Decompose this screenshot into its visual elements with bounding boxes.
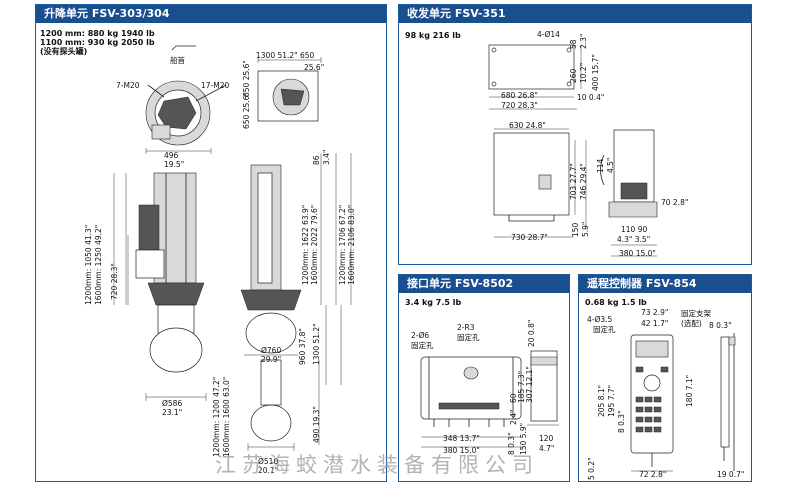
interface-title: 接口单元 FSV-8502 <box>399 275 569 293</box>
remote-dim-205: 205 8.1" <box>597 384 606 417</box>
transceiver-weight: 98 kg 216 lb <box>405 31 461 40</box>
dim-380: 380 15.0" <box>619 249 656 258</box>
remote-bracket-optional: (选配) <box>681 319 702 328</box>
dim-1200-bottom: 1200mm: 1200 47.2" <box>212 376 221 457</box>
dim-19-5: 19.5" <box>164 160 185 169</box>
remote-dim-8-top: 8 0.3" <box>709 321 732 330</box>
dim-2022: 1600mm: 2022 79.6" <box>310 204 319 285</box>
dim-25-6-top: 25.6" <box>304 63 325 72</box>
hoist-unit-title: 升降单元 FSV-303/304 <box>36 5 386 23</box>
iface-dim-2-r3: 2-R3 <box>457 323 475 332</box>
dim-650-lower: 650 25.6" <box>242 92 251 129</box>
dim-1300-side: 1300 51.2" <box>312 323 321 365</box>
dim-17-m20: 17-M20 <box>201 81 230 90</box>
dim-1706: 1200mm: 1706 67.2" <box>338 204 347 285</box>
dim-4-14: 4-Ø14 <box>537 30 560 39</box>
interface-weight: 3.4 kg 7.5 lb <box>405 298 462 307</box>
iface-dim-4-7: 4.7" <box>539 444 555 453</box>
company-watermark: 江苏海蛟潜水装备有限公司 <box>215 453 539 477</box>
iface-dim-348: 348 13.7" <box>443 434 480 443</box>
dim-2106: 1600mm: 2106 83.0" <box>347 204 356 285</box>
remote-drawing <box>630 333 736 472</box>
interface-panel: 接口单元 FSV-8502 3.4 kg 7.5 lb 2-Ø6 固定孔 2-R… <box>398 274 570 482</box>
dim-1300-top: 1300 51.2" 650 <box>256 51 315 60</box>
dim-29-9: 29.9" <box>261 355 282 364</box>
iface-dim-20: 20 0.8" <box>527 319 536 347</box>
iface-dim-380: 380 15.0" <box>443 446 480 455</box>
hoist-unit-drawing <box>113 45 352 451</box>
interface-drawing <box>420 350 559 448</box>
transceiver-title: 收发单元 FSV-351 <box>399 5 751 23</box>
transceiver-drawing <box>488 44 658 257</box>
iface-dim-2-6: 2-Ø6 <box>411 331 430 340</box>
dim-746: 746 29.4" <box>579 163 588 200</box>
hoist-weight-1: 1200 mm: 880 kg 1940 lb <box>40 29 155 38</box>
dim-730: 730 28.7" <box>511 233 548 242</box>
remote-weight: 0.68 kg 1.5 lb <box>585 298 647 307</box>
dim-4-3-3-5: 4.3" 3.5" <box>617 235 651 244</box>
dim-10-0-4: 10 0.4" <box>577 93 605 102</box>
dim-703: 703 27.7" <box>569 163 578 200</box>
dim-1050: 1200mm: 1050 41.3" <box>84 224 93 305</box>
transceiver-panel: 收发单元 FSV-351 98 kg 216 lb 4-Ø14 58 2.3" … <box>398 4 752 265</box>
remote-dim-8-side: 8 0.3" <box>617 410 626 433</box>
dim-4-5: 4.5" <box>606 157 615 173</box>
dim-1622: 1200mm: 1622 63.9" <box>301 204 310 285</box>
remote-dim-4-3-5: 4-Ø3.5 <box>587 315 613 324</box>
dim-720: 720 28.3" <box>110 263 119 300</box>
remote-dim-195: 195 7.7" <box>607 384 616 417</box>
dim-496: 496 <box>164 151 179 160</box>
remote-dim-180: 180 7.1" <box>685 374 694 407</box>
dim-3-4: 3.4" <box>322 149 331 165</box>
dim-760: Ø760 <box>261 346 282 355</box>
dim-586: Ø586 <box>162 399 183 408</box>
iface-dim-120: 120 <box>539 434 554 443</box>
remote-dim-42: 42 1.7" <box>641 319 669 328</box>
dim-58: 58 <box>569 39 578 49</box>
dim-720: 720 28.3" <box>501 101 538 110</box>
remote-title: 遥程控制器 FSV-854 <box>579 275 751 293</box>
remote-dim-19: 19 0.7" <box>717 470 745 479</box>
hoist-weight-2: 1100 mm: 930 kg 2050 lb <box>40 38 155 47</box>
dim-260: 260 <box>569 68 578 83</box>
dim-1250: 1600mm: 1250 49.2" <box>94 224 103 305</box>
dim-20-1: 20.1" <box>258 466 279 475</box>
hull-bow-label: 船首 <box>170 56 185 65</box>
dim-630: 630 24.8" <box>509 121 546 130</box>
dim-5-9: 5.9" <box>581 221 590 237</box>
hoist-weight-3: (没有探头罐) <box>40 47 88 56</box>
iface-dim-307: 307 12.1" <box>525 366 534 403</box>
iface-fix-hole-1: 固定孔 <box>411 341 434 350</box>
remote-panel: 遥程控制器 FSV-854 0.68 kg 1.5 lb 4-Ø3.5 固定孔 … <box>578 274 752 482</box>
dim-114: 114 <box>596 158 605 173</box>
dim-1600-bottom: 1600mm: 1600 63.0" <box>222 376 231 457</box>
dim-150: 150 <box>571 222 580 237</box>
dim-680: 680 26.8" <box>501 91 538 100</box>
iface-dim-2-4: 2.4" <box>509 409 518 425</box>
dim-86: 86 <box>312 155 321 165</box>
remote-dim-73: 73 2.9" <box>641 308 669 317</box>
dim-2-3: 2.3" <box>579 33 588 49</box>
hoist-unit-panel: 升降单元 FSV-303/304 1200 mm: 880 kg 1940 lb… <box>35 4 387 482</box>
dim-960: 960 37.8" <box>298 328 307 365</box>
dim-70: 70 2.8" <box>661 198 689 207</box>
dim-23-1: 23.1" <box>162 408 183 417</box>
remote-dim-72: 72 2.8" <box>639 470 667 479</box>
dim-510: Ø510 <box>258 457 279 466</box>
dim-10-2: 10.2" <box>579 62 588 83</box>
dim-110-90: 110 90 <box>621 225 648 234</box>
remote-bracket-label: 固定支架 <box>681 309 711 318</box>
dim-490: 490 19.3" <box>312 406 321 443</box>
dim-400: 400 15.7" <box>591 54 600 91</box>
remote-fix-hole: 固定孔 <box>593 325 616 334</box>
iface-fix-hole-2: 固定孔 <box>457 333 480 342</box>
dim-7-m20: 7-M20 <box>116 81 140 90</box>
remote-dim-5: 5 0.2" <box>587 457 596 480</box>
